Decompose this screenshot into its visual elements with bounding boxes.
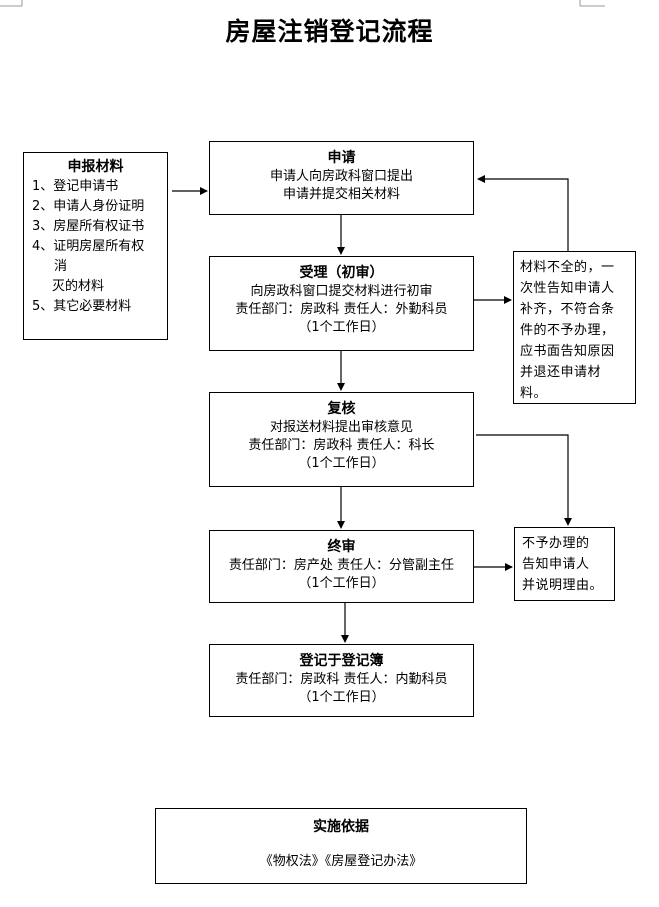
step-review: 复核 对报送材料提出审核意见 责任部门：房政科 责任人：科长 （1个工作日） (209, 392, 474, 487)
materials-box: 申报材料 1、登记申请书 2、申请人身份证明 3、房屋所有权证书 4、证明房屋所… (23, 152, 168, 340)
step-line: 责任部门：房产处 责任人：分管副主任 (228, 558, 455, 573)
crop-marks (0, 0, 605, 7)
step-register: 登记于登记簿 责任部门：房政科 责任人：内勤科员 （1个工作日） (209, 644, 474, 717)
note-line: 并说明理由。 (522, 578, 604, 593)
material-item: 2、申请人身份证明 (32, 199, 145, 214)
step-line: （1个工作日） (298, 456, 385, 471)
note-line: 应书面告知原因 (520, 344, 615, 359)
arrow-review-to-rejected (476, 434, 572, 526)
basis-text: 《物权法》《房屋登记办法》 (259, 854, 423, 869)
step-line: 责任部门：房政科 责任人：内勤科员 (235, 672, 448, 687)
note-rejected: 不予办理的 告知申请人 并说明理由。 (514, 527, 615, 601)
step-final-review: 终审 责任部门：房产处 责任人：分管副主任 （1个工作日） (209, 530, 474, 603)
step-line: 申请人向房政科窗口提出 (269, 169, 413, 184)
materials-heading: 申报材料 (67, 159, 124, 175)
note-line: 不予办理的 (522, 536, 590, 551)
material-item: 4、证明房屋所有权 (32, 239, 145, 254)
step-line: 对报送材料提出审核意见 (269, 420, 413, 435)
step-accept: 受理（初审） 向房政科窗口提交材料进行初审 责任部门：房政科 责任人：外勤科员 … (209, 256, 474, 351)
step-line: （1个工作日） (298, 690, 385, 705)
step-heading: 登记于登记簿 (299, 653, 384, 669)
note-line: 件的不予办理， (520, 323, 615, 338)
step-line: 向房政科窗口提交材料进行初审 (250, 284, 433, 299)
note-line: 告知申请人 (522, 557, 590, 572)
note-incomplete-materials: 材料不全的，一 次性告知申请人 补齐，不符合条 件的不予办理， 应书面告知原因 … (513, 251, 636, 404)
note-line: 材料不全的，一 (520, 260, 615, 275)
step-heading: 受理（初审） (299, 265, 384, 281)
note-line: 补齐，不符合条 (520, 302, 615, 317)
step-heading: 申请 (327, 150, 356, 166)
step-line: （1个工作日） (298, 320, 385, 335)
material-item: 灭的材料 (52, 279, 105, 294)
page-title: 房屋注销登记流程 (225, 17, 434, 46)
note-line: 料。 (520, 386, 548, 401)
basis-box: 实施依据 《物权法》《房屋登记办法》 (155, 808, 527, 884)
step-line: 责任部门：房政科 责任人：科长 (248, 438, 435, 453)
step-line: 责任部门：房政科 责任人：外勤科员 (235, 302, 448, 317)
step-line: 申请并提交相关材料 (282, 187, 400, 202)
step-heading: 复核 (327, 401, 356, 417)
arrow-note-to-apply (477, 175, 569, 251)
material-item: 5、其它必要材料 (32, 299, 132, 314)
material-item: 1、登记申请书 (32, 179, 119, 194)
step-line: （1个工作日） (298, 576, 385, 591)
note-line: 次性告知申请人 (520, 281, 615, 296)
step-heading: 终审 (327, 539, 356, 555)
material-item: 消 (54, 259, 68, 274)
step-apply: 申请 申请人向房政科窗口提出 申请并提交相关材料 (209, 141, 474, 215)
basis-heading: 实施依据 (313, 819, 369, 835)
material-item: 3、房屋所有权证书 (32, 219, 145, 234)
note-line: 并退还申请材 (520, 365, 602, 380)
